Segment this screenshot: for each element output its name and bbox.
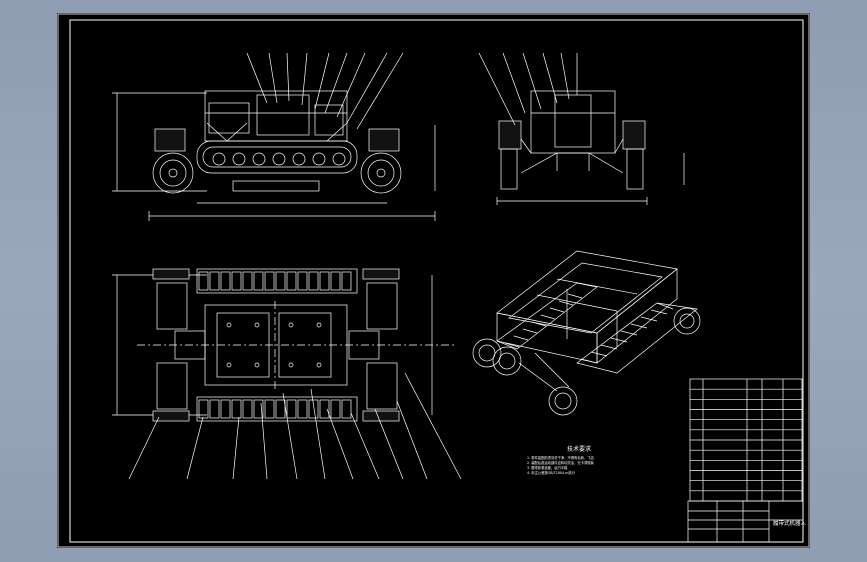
drawing-sheet[interactable]: 技术要求 1. 零件装配前须清洗干净，不得有毛刺、飞边 2. 装配后各运动部件应… (57, 13, 810, 548)
upper-body (204, 90, 348, 142)
rear-wheel (360, 152, 402, 194)
top-track-upper (196, 268, 358, 294)
parts-list (689, 378, 803, 502)
tech-req-line-1: 1. 零件装配前须清洗干净，不得有毛刺、飞边 (527, 455, 595, 460)
chassis-plate (204, 304, 348, 386)
top-track-lower (196, 396, 358, 422)
tech-req-line-4: 4. 未注公差按GB/T1804-m执行 (527, 470, 576, 475)
title-block-name: 履带式机器人 (773, 519, 807, 527)
top-view (112, 268, 462, 480)
technical-requirements: 技术要求 1. 零件装配前须清洗干净，不得有毛刺、飞边 2. 装配后各运动部件应… (527, 445, 595, 475)
inner-frame (69, 19, 804, 543)
assembly-drawing: 技术要求 1. 零件装配前须清洗干净，不得有毛刺、飞边 2. 装配后各运动部件应… (57, 13, 810, 548)
title-block: 履带式机器人 (687, 500, 807, 543)
end-view (478, 52, 685, 205)
tech-req-line-3: 3. 履带张紧适度，运行平稳 (527, 465, 568, 470)
outer-frame (57, 13, 810, 548)
side-view (112, 52, 436, 221)
isometric-view (472, 250, 701, 416)
tech-req-line-2: 2. 装配后各运动部件应转动灵活，无卡滞现象 (527, 460, 595, 465)
tech-req-title: 技术要求 (567, 445, 591, 453)
front-wheel (152, 152, 194, 194)
